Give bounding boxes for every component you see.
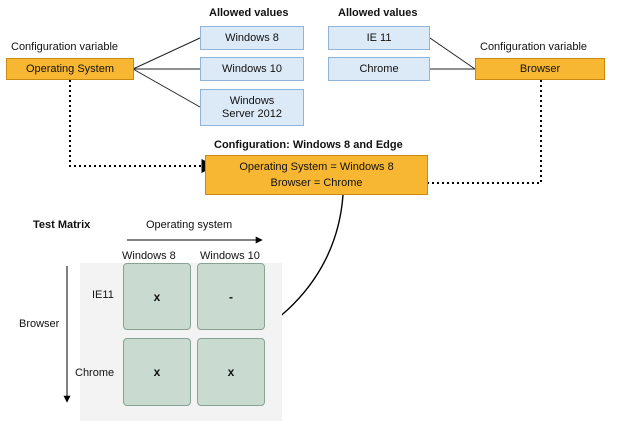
configuration-box: Operating System = Windows 8 Browser = C…: [205, 155, 428, 195]
browser-link-ie11: [429, 37, 476, 70]
matrix-cell-ie11-windows8: x: [123, 263, 191, 330]
os-to-config-arrow: [69, 80, 216, 173]
os-link-server2012: [132, 68, 201, 108]
matrix-column-windows10: Windows 10: [200, 250, 260, 262]
allowed-values-heading-right: Allowed values: [338, 7, 418, 19]
matrix-cell-chrome-windows10: x: [197, 338, 265, 406]
os-link-windows8: [132, 37, 201, 70]
browser-value-ie11: IE 11: [328, 26, 430, 50]
os-axis-label: Operating system: [146, 219, 233, 231]
config-variable-label-left: Configuration variable: [11, 41, 119, 53]
configuration-browser-line: Browser = Chrome: [270, 177, 363, 189]
matrix-column-windows8: Windows 8: [122, 250, 176, 262]
configuration-title: Configuration: Windows 8 and Edge: [214, 139, 403, 151]
os-value-server2012: Windows Server 2012: [200, 89, 304, 126]
matrix-row-ie11: IE11: [92, 289, 114, 301]
test-matrix-title: Test Matrix: [33, 219, 91, 231]
config-variable-label-right: Configuration variable: [480, 41, 588, 53]
browser-variable-box: Browser: [475, 58, 605, 80]
os-value-windows8: Windows 8: [200, 26, 304, 50]
browser-variable-label: Browser: [519, 63, 561, 75]
os-variable-label: Operating System: [25, 63, 115, 75]
os-value-windows10: Windows 10: [200, 57, 304, 81]
browser-axis-label: Browser: [19, 318, 60, 330]
matrix-cell-chrome-windows8: x: [123, 338, 191, 406]
matrix-row-chrome: Chrome: [75, 367, 115, 379]
configuration-os-line: Operating System = Windows 8: [239, 161, 394, 173]
matrix-cell-ie11-windows10: -: [197, 263, 265, 330]
os-variable-box: Operating System: [6, 58, 134, 80]
browser-value-chrome: Chrome: [328, 57, 430, 81]
allowed-values-heading-left: Allowed values: [209, 7, 289, 19]
